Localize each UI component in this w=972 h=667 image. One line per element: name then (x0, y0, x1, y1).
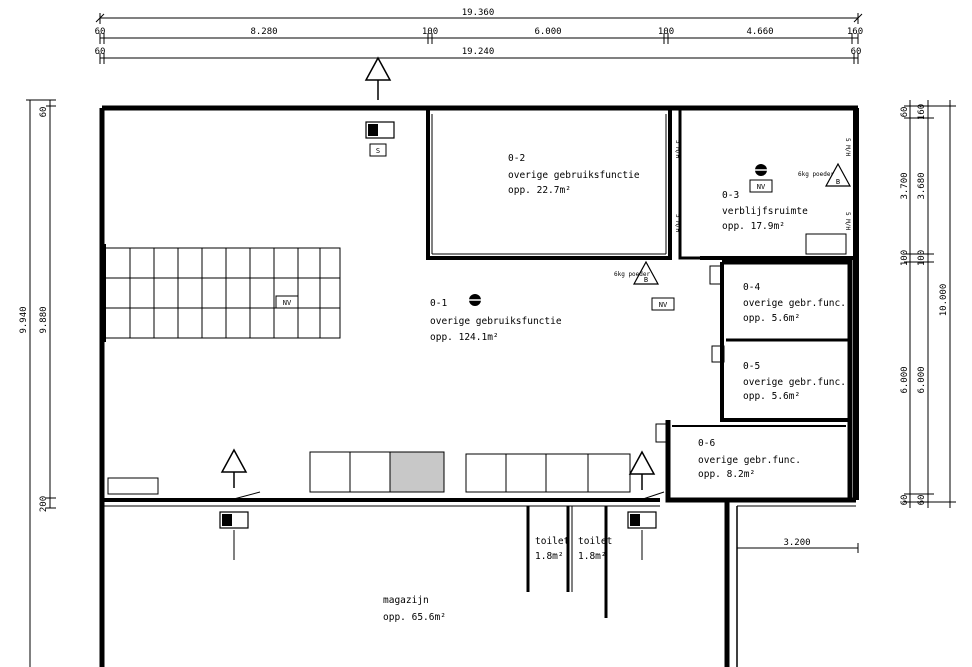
nv-badge-2: NV (651, 297, 675, 311)
dim-top-left-end: 60 (95, 47, 106, 57)
dim-top-overall: 19.360 (462, 8, 495, 18)
dim-right-bottom-a: 60 (900, 495, 910, 506)
room-0-5-code: 0-5 (743, 361, 760, 372)
dim-top-seg-0: 60 (95, 27, 106, 37)
toilet-1-area: 1.8m² (535, 551, 564, 562)
room-0-2-name: overige gebruiksfunctie (508, 170, 640, 181)
nv-label-1: NV (283, 299, 292, 307)
dim-top-seg-4: 100 (658, 27, 674, 37)
dim-left-bottom: 200 (39, 496, 49, 512)
door-icon-bl (219, 511, 249, 560)
room-0-5-name: overige gebr.func. (743, 377, 846, 388)
toilet-2-label: toilet (578, 536, 612, 547)
room-0-3-area: opp. 17.9m² (722, 221, 785, 232)
room-0-2: 0-2 overige gebruiksfunctie opp. 22.7m² (508, 153, 640, 196)
room-0-6-name: overige gebr.func. (698, 455, 801, 466)
extinguisher-note-2: 6kg poeder (798, 171, 835, 178)
nv-label-3: NV (757, 183, 766, 191)
dim-top-seg-6: 160 (847, 27, 863, 37)
room-0-6-code: 0-6 (698, 438, 715, 449)
dim-second-overall: 19.240 (462, 47, 495, 57)
dim-top-seg-3: 6.000 (534, 27, 561, 37)
door-label-top: S (376, 147, 380, 155)
misc-fixtures (229, 233, 847, 501)
toilet-1-label: toilet (535, 536, 569, 547)
nv-badge-3: NV (749, 179, 773, 193)
room-0-6-area: opp. 8.2m² (698, 469, 755, 480)
top-dimensions (95, 13, 863, 64)
dim-right-top-b: 160 (917, 104, 927, 120)
bottom-racks (107, 451, 631, 495)
dim-right-top-a: 60 (900, 107, 910, 118)
room-0-3: 0-3 verblijfsruimte opp. 17.9m² (722, 190, 808, 232)
dim-right-mid-a: 100 (900, 250, 910, 266)
wall-note-4: 5 M/H (674, 140, 681, 158)
magazijn-area: opp. 65.6m² (383, 612, 446, 623)
dim-right-mid-b: 100 (917, 250, 927, 266)
dim-top-seg-5: 4.660 (746, 27, 773, 37)
right-dimensions (904, 100, 956, 508)
room-0-1-name: overige gebruiksfunctie (430, 316, 562, 327)
exit-sign-icon-br (628, 450, 656, 490)
extinguisher-icon-1: B 6kg poeder (614, 260, 660, 285)
room-0-5-area: opp. 5.6m² (743, 391, 800, 402)
door-icon-br (627, 511, 657, 560)
room-0-3-name: verblijfsruimte (722, 206, 808, 217)
dim-right-lower-b: 6.000 (917, 366, 927, 393)
room-0-2-code: 0-2 (508, 153, 525, 164)
dim-left-top: 60 (39, 107, 49, 118)
room-0-4-area: opp. 5.6m² (743, 313, 800, 324)
room-0-4-name: overige gebr.func. (743, 298, 846, 309)
dim-top-seg-2: 100 (422, 27, 438, 37)
dim-lower-right: 3.200 (783, 538, 810, 548)
magazijn-label: magazijn (383, 595, 429, 606)
extinguisher-note-1: 6kg poeder (614, 271, 651, 278)
room-0-4: 0-4 overige gebr.func. opp. 5.6m² (743, 282, 846, 324)
exit-sign-icon-bl (220, 448, 248, 488)
lower-rooms: toilet 1.8m² toilet 1.8m² magazijn opp. … (383, 536, 612, 623)
extinguisher-letter-1: B (644, 276, 648, 284)
detector-icon-2 (755, 164, 767, 176)
extinguisher-icon-2: B 6kg poeder (798, 162, 852, 187)
wall-note-1: 5 M/H (674, 214, 681, 232)
left-dimensions (26, 99, 56, 667)
room-0-3-code: 0-3 (722, 190, 739, 201)
dim-left-outer: 9.940 (19, 306, 29, 333)
lower-right-dimension (737, 543, 859, 553)
detector-icon-1 (469, 294, 481, 306)
nv-label-2: NV (659, 301, 668, 309)
rack-grid (102, 244, 341, 342)
dim-top-seg-1: 8.280 (250, 27, 277, 37)
dim-right-upper-b: 3.680 (917, 172, 927, 199)
nv-badge-1: NV (275, 295, 299, 309)
toilet-2-area: 1.8m² (578, 551, 607, 562)
room-0-1-code: 0-1 (430, 298, 447, 309)
dim-right-upper-a: 3.700 (900, 172, 910, 199)
door-icon-top: S (365, 121, 395, 157)
exit-sign-icon-top (364, 56, 392, 100)
wall-note-3: 5 M/H (844, 138, 851, 156)
room-0-1: 0-1 overige gebruiksfunctie opp. 124.1m² (430, 298, 562, 343)
dim-top-right-end: 60 (851, 47, 862, 57)
wall-note-2: 5 M/H (844, 212, 851, 230)
extinguisher-letter-2: B (836, 178, 840, 186)
walls (99, 105, 859, 667)
dim-right-bottom-b: 60 (917, 495, 927, 506)
room-0-6: 0-6 overige gebr.func. opp. 8.2m² (698, 438, 801, 480)
room-0-4-code: 0-4 (743, 282, 760, 293)
dim-left-inner: 9.880 (39, 306, 49, 333)
dim-right-lower-a: 6.000 (900, 366, 910, 393)
room-0-5: 0-5 overige gebr.func. opp. 5.6m² (743, 361, 846, 402)
dim-right-total: 10.000 (939, 284, 949, 317)
room-0-1-area: opp. 124.1m² (430, 332, 499, 343)
room-0-2-area: opp. 22.7m² (508, 185, 571, 196)
